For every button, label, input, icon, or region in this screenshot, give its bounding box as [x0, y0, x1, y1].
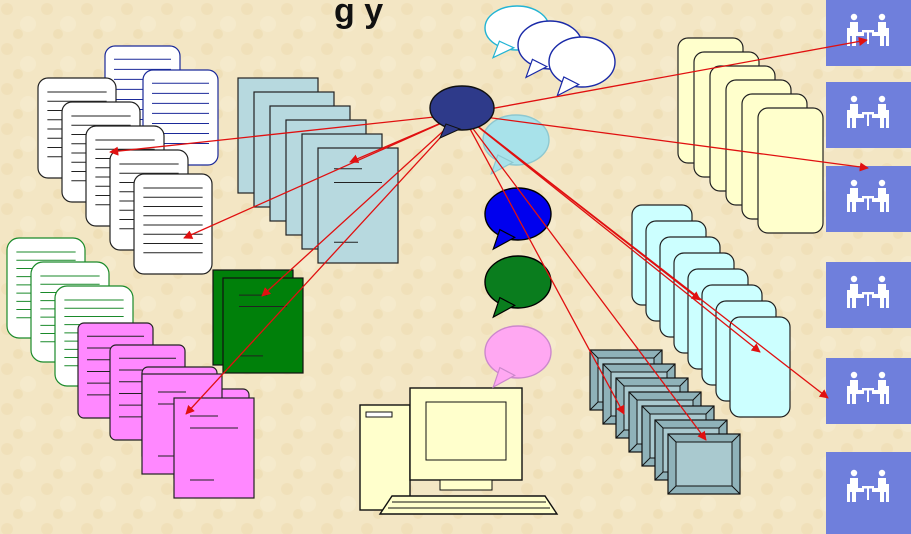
connector-arrow	[461, 113, 761, 353]
connector-arrow	[461, 113, 707, 441]
speech-bubble-icon	[482, 114, 550, 175]
people-meeting-icon	[826, 452, 911, 534]
central-node	[429, 85, 495, 131]
speech-bubbles	[482, 5, 616, 389]
connector-arrow	[461, 113, 869, 172]
connector-arrow	[185, 113, 463, 415]
monitor-screen	[425, 401, 507, 461]
screen-stack	[589, 349, 741, 495]
computer-tower	[359, 404, 411, 511]
speech-bubble-icon	[484, 187, 552, 251]
connector-arrow	[461, 113, 625, 415]
speech-bubble-icon	[484, 325, 552, 389]
connector-arrow	[109, 113, 463, 156]
people-meeting-icon	[826, 358, 911, 424]
document-stack-pink-front	[141, 373, 255, 499]
desktop-computer-icon	[359, 387, 559, 515]
document-stack-teal	[237, 77, 399, 264]
document-page	[173, 397, 255, 499]
chat-bubble-icon	[429, 85, 495, 139]
document-page	[729, 316, 791, 418]
people-meeting-icon	[826, 82, 911, 148]
speech-bubble-icon	[548, 36, 616, 97]
document-stack-cyan	[631, 204, 791, 418]
page-title: g y	[334, 0, 383, 30]
speech-bubble-icon	[484, 255, 552, 319]
connector-arrow	[461, 113, 701, 301]
keyboard	[378, 495, 559, 515]
screen-tile	[667, 433, 741, 495]
drive-slot	[365, 411, 393, 418]
connector-arrow	[261, 113, 463, 297]
people-meeting-icon	[826, 0, 911, 66]
document-page	[317, 147, 399, 264]
document-page	[757, 107, 824, 234]
document-page	[133, 173, 213, 275]
connector-lines	[109, 36, 869, 441]
monitor-stand	[439, 479, 493, 491]
people-meeting-icon	[826, 262, 911, 328]
document-stack-green	[212, 269, 304, 374]
document-stack-white	[37, 77, 213, 275]
people-panel	[826, 0, 911, 534]
central-node-tail	[439, 123, 462, 139]
document-stack-yellow	[677, 37, 824, 234]
document-groups	[6, 37, 824, 499]
connector-arrow	[461, 36, 868, 115]
connector-arrow	[183, 113, 463, 239]
people-meeting-icon	[826, 166, 911, 232]
document-page	[222, 277, 304, 374]
